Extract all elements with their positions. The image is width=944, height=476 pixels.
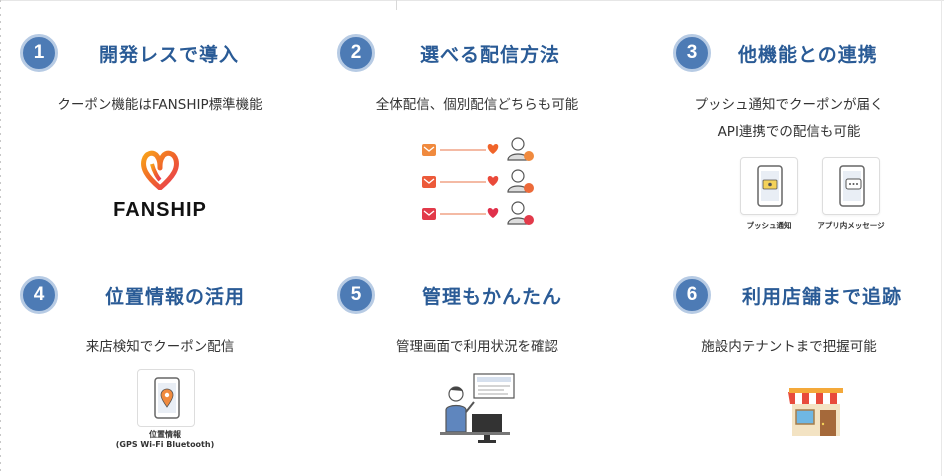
feature-description-line: 全体配信、個別配信どちらも可能 bbox=[375, 97, 579, 113]
in-app-message-label: アプリ内メッセージ bbox=[817, 221, 885, 230]
feature-title: 他機能との連携 bbox=[738, 44, 878, 66]
top-border bbox=[0, 0, 944, 1]
feature-number-badge: 5 bbox=[337, 276, 375, 314]
heart-icon bbox=[487, 144, 499, 154]
location-pin-icon bbox=[154, 377, 180, 419]
location-label: 位置情報 (GPS Wi-Fi Bluetooth) bbox=[100, 430, 230, 450]
fanship-logo: FANSHIP bbox=[100, 148, 220, 228]
push-notification-icon bbox=[757, 165, 783, 207]
feature-description: 全体配信、個別配信どちらも可能 bbox=[322, 92, 632, 119]
feature-description-line: 来店検知でクーポン配信 bbox=[85, 339, 235, 355]
push-notification-label: プッシュ通知 bbox=[746, 221, 792, 230]
feature-3: 3 他機能との連携 プッシュ通知でクーポンが届く API連携での配信も可能 プッ… bbox=[634, 8, 944, 244]
feature-description: クーポン機能はFANSHIP標準機能 bbox=[5, 92, 315, 119]
delivery-row bbox=[422, 201, 534, 225]
mail-icon bbox=[422, 208, 436, 220]
feature-6: 6 利用店舗まで追跡 施設内テナントまで把握可能 bbox=[634, 250, 944, 476]
location-label-line: 位置情報 bbox=[149, 430, 181, 439]
feature-number-badge: 1 bbox=[20, 34, 58, 72]
top-tick bbox=[396, 0, 397, 10]
delivery-diagram-icon bbox=[422, 137, 534, 225]
feature-number-badge: 6 bbox=[673, 276, 711, 314]
in-app-message-icon bbox=[839, 165, 865, 207]
feature-title: 選べる配信方法 bbox=[420, 44, 561, 66]
store-icon bbox=[788, 388, 844, 436]
feature-5: 5 管理もかんたん 管理画面で利用状況を確認 bbox=[322, 250, 632, 476]
admin-monitor-icon bbox=[440, 373, 515, 443]
feature-title: 開発レスで導入 bbox=[99, 44, 240, 66]
location-label-line: (GPS Wi-Fi Bluetooth) bbox=[115, 440, 215, 449]
heart-icon bbox=[487, 176, 499, 186]
feature-description: プッシュ通知でクーポンが届く API連携での配信も可能 bbox=[634, 92, 944, 146]
delivery-row bbox=[422, 169, 534, 193]
delivery-row bbox=[422, 137, 534, 161]
heart-icon bbox=[487, 208, 499, 218]
mail-icon bbox=[422, 144, 436, 156]
in-app-message-tile bbox=[822, 157, 880, 215]
feature-1: 1 開発レスで導入 クーポン機能はFANSHIP標準機能 FANSHIP bbox=[5, 8, 315, 244]
feature-description-line: クーポン機能はFANSHIP標準機能 bbox=[57, 97, 263, 113]
feature-description-line: API連携での配信も可能 bbox=[717, 124, 861, 140]
feature-title: 利用店舗まで追跡 bbox=[742, 286, 903, 308]
feature-title: 管理もかんたん bbox=[422, 286, 563, 308]
feature-number-badge: 3 bbox=[673, 34, 711, 72]
feature-description-line: 管理画面で利用状況を確認 bbox=[396, 339, 558, 355]
feature-title: 位置情報の活用 bbox=[105, 286, 246, 308]
feature-description-line: 施設内テナントまで把握可能 bbox=[701, 339, 877, 355]
feature-4: 4 位置情報の活用 来店検知でクーポン配信 位置情報 (GPS Wi-Fi Bl… bbox=[5, 250, 315, 476]
push-notification-tile bbox=[740, 157, 798, 215]
feature-2: 2 選べる配信方法 全体配信、個別配信どちらも可能 bbox=[322, 8, 632, 244]
mail-icon bbox=[422, 176, 436, 188]
feature-description: 来店検知でクーポン配信 bbox=[5, 334, 315, 361]
feature-description: 管理画面で利用状況を確認 bbox=[322, 334, 632, 361]
left-dashed-border bbox=[0, 0, 1, 476]
feature-description-line: プッシュ通知でクーポンが届く bbox=[694, 97, 884, 113]
right-border bbox=[941, 0, 942, 476]
feature-description: 施設内テナントまで把握可能 bbox=[634, 334, 944, 361]
feature-number-badge: 4 bbox=[20, 276, 58, 314]
feature-number-badge: 2 bbox=[337, 34, 375, 72]
fanship-logo-text: FANSHIP bbox=[113, 199, 207, 221]
fanship-logo-icon bbox=[141, 150, 179, 190]
location-tile bbox=[137, 369, 195, 427]
